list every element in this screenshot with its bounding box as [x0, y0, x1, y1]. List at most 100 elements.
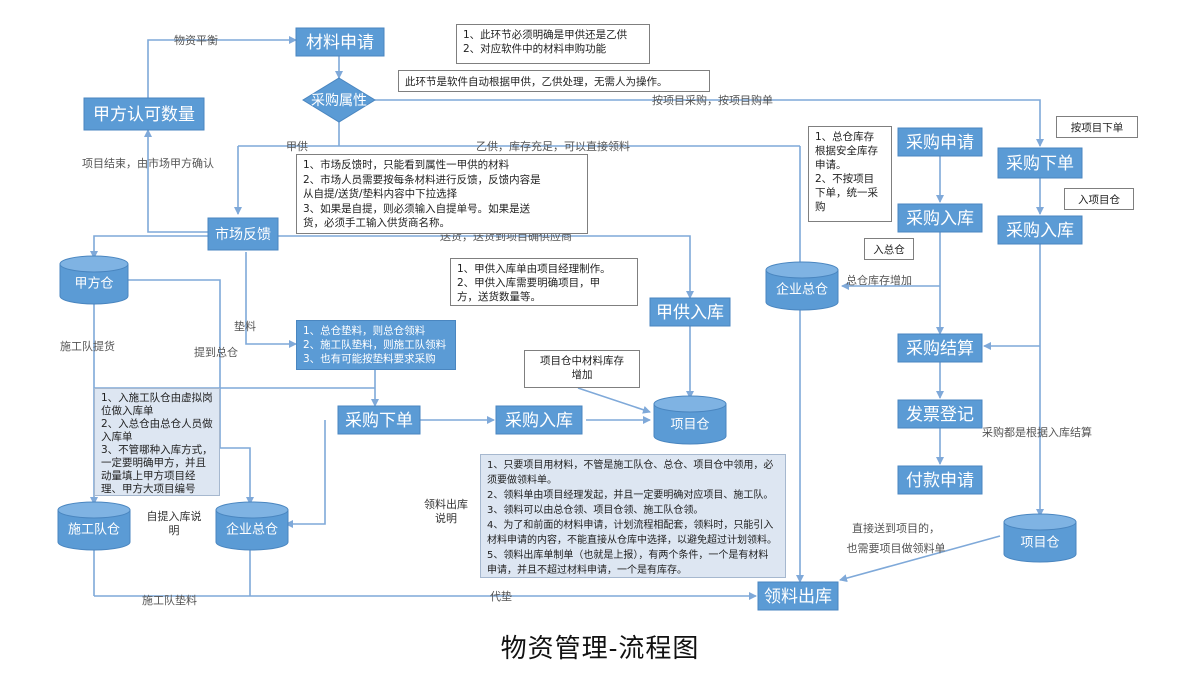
label-main-stock-increase: 总仓库存增加 [846, 273, 912, 287]
note-line: 2、甲供入库需要明确项目，甲 [457, 277, 601, 289]
page-title: 物资管理-流程图 [500, 634, 700, 664]
note-line: 按项目下单 [1070, 122, 1124, 134]
warehouses: 甲方仓 项目仓 施工队仓 企业总仓 企业总仓 项目仓 [57, 255, 1077, 563]
label-to-main-warehouse: 提到总仓 [194, 345, 238, 359]
warehouse-project-mid-label: 项目仓 [670, 418, 709, 433]
node-purchase-request-right[interactable] [897, 127, 983, 157]
note-line: 根据安全库存 [815, 145, 878, 157]
label-project-end: 项目结束，由市场甲方确认 [82, 156, 214, 170]
note-line: 项目仓中材料库存 [540, 355, 624, 367]
node-purchase-attr[interactable] [302, 77, 376, 123]
node-purchase-request-right-label: 采购申请 [906, 133, 974, 153]
node-party-a-inbound-label: 甲供入库 [656, 303, 724, 323]
warehouse-project-mid[interactable]: 项目仓 [653, 395, 727, 445]
label-team-pickup: 施工队提货 [60, 339, 115, 353]
node-purchase-inbound-mid[interactable] [495, 405, 583, 435]
note-line: 3、也有可能按垫料要求采购 [303, 353, 436, 365]
node-party-a-confirm-label: 甲方认可数量 [93, 105, 195, 125]
node-purchase-order-right[interactable] [997, 147, 1083, 179]
node-purchase-inbound-right[interactable] [897, 203, 983, 233]
note-main-stock: 1、总仓库存 根据安全库存 申请。 2、不按项目 下单，统一采 购 [808, 126, 892, 222]
node-material-request[interactable] [295, 27, 385, 57]
note-line: 方，送货数量等。 [457, 291, 541, 303]
note-line: 须要做领料单。 [487, 475, 557, 486]
note-line: 增加 [571, 369, 593, 381]
note-line: 领料出库 [424, 498, 468, 511]
connector-feedback-confirm [144, 129, 210, 233]
note-to-project-warehouse: 入项目仓 [1064, 188, 1134, 210]
note-line: 动量填上甲方项目经 [101, 470, 196, 482]
note-line: 申请，并且不超过材料申请，一个是有库存。 [487, 565, 687, 576]
node-purchase-order-right-label: 采购下单 [1006, 154, 1074, 174]
note-material-request: 1、此环节必须明确是甲供还是乙供 2、对应软件中的材料申购功能 [456, 24, 650, 64]
label-team-advance: 施工队垫料 [142, 593, 197, 607]
note-to-main: 入总仓 [864, 238, 914, 260]
warehouse-enterprise-left[interactable]: 企业总仓 [215, 501, 289, 551]
note-advance: 1、总仓垫料，则总仓领料 2、施工队垫料，则施工队领料 3、也有可能按垫料要求采… [296, 320, 456, 370]
note-self-pickup: 自提入库说 明 [134, 510, 214, 538]
note-line: 1、总仓垫料，则总仓领料 [303, 325, 426, 337]
note-team-warehouse: 1、入施工队仓由虚拟岗 位做入库单 2、入总仓由总仓人员做 入库单 3、不管哪种… [94, 388, 220, 496]
note-line: 1、只要项目用材料，不管是施工队仓、总仓、项目仓中领用，必 [487, 460, 774, 471]
warehouse-enterprise-mid[interactable]: 企业总仓 [765, 261, 839, 311]
note-project-stock: 项目仓中材料库存 增加 [524, 350, 640, 388]
note-line: 从自提/送货/垫料内容中下拉选择 [303, 188, 458, 200]
label-by-project: 按项目采购，按项目购单 [652, 93, 773, 107]
note-line: 理、甲方大项目编号 [101, 483, 196, 495]
warehouse-project-right[interactable]: 项目仓 [1003, 513, 1077, 563]
note-line: 入库单 [101, 431, 133, 443]
node-invoice-register-label: 发票登记 [906, 405, 974, 425]
connector-labels: 物资平衡 项目结束，由市场甲方确认 甲供 乙供，库存充足，可以直接领料 按项目采… [60, 33, 1092, 607]
warehouse-party-a[interactable]: 甲方仓 [59, 255, 129, 305]
note-outbound: 1、只要项目用材料，不管是施工队仓、总仓、项目仓中领用，必 须要做领料单。 2、… [480, 454, 786, 578]
note-line: 3、不管哪种入库方式， [101, 444, 213, 456]
node-material-request-label: 材料申请 [306, 33, 374, 53]
note-line: 2、市场人员需要按每条材料进行反馈，反馈内容是 [303, 173, 541, 186]
label-advance: 垫料 [234, 319, 256, 333]
node-purchase-order-mid[interactable] [337, 405, 421, 435]
note-purchase-attr: 此环节是软件自动根据甲供，乙供处理，无需人为操作。 [398, 70, 710, 92]
warehouse-construction-team-label: 施工队仓 [68, 523, 120, 538]
note-line: 申请。 [815, 159, 847, 171]
node-payment-request[interactable] [897, 465, 983, 495]
note-line: 说明 [435, 512, 457, 525]
note-line: 4、为了和前面的材料申请，计划流程相配套，领料时，只能引入 [487, 520, 774, 531]
note-line: 3、如果是自提，则必须输入自提单号。如果是送 [303, 202, 531, 215]
node-material-outbound[interactable] [757, 581, 839, 611]
note-line: 入项目仓 [1078, 194, 1120, 206]
warehouse-construction-team[interactable]: 施工队仓 [57, 501, 131, 551]
note-line: 1、此环节必须明确是甲供还是乙供 [463, 29, 628, 41]
node-purchase-inbound-mid-label: 采购入库 [505, 411, 573, 431]
connector-feedback-advance [245, 252, 297, 348]
process-boxes: 材料申请 采购属性 甲方认可数量 市场反馈 甲供入库 采购下单 采购入库 采购申… [83, 27, 1083, 611]
label-settle-by-inbound: 采购都是根据入库结算 [982, 425, 1092, 439]
connector-pa-main2 [220, 447, 254, 505]
label-material-balance: 物资平衡 [174, 33, 218, 47]
node-market-feedback-label: 市场反馈 [215, 226, 271, 243]
node-party-a-confirm[interactable] [83, 97, 205, 131]
connector-confirm-request [147, 36, 297, 98]
node-invoice-register[interactable] [897, 399, 983, 429]
note-line: 1、市场反馈时，只能看到属性一甲供的材料 [303, 159, 510, 171]
note-line: 一定要明确甲方，并且 [101, 457, 206, 469]
note-line: 2、施工队垫料，则施工队领料 [303, 339, 447, 351]
node-market-feedback[interactable] [207, 217, 279, 251]
node-party-a-inbound[interactable] [649, 297, 731, 327]
note-outbound-title: 领料出库 说明 [416, 498, 476, 526]
label-party-b-supply: 乙供，库存充足，可以直接领料 [476, 139, 630, 153]
label-direct-to-project-2: 也需要项目做领料单 [847, 541, 946, 555]
note-line: 2、入总仓由总仓人员做 [101, 418, 213, 430]
warehouse-enterprise-mid-label: 企业总仓 [776, 282, 828, 298]
note-line: 3、领料可以由总仓领、项目仓领、施工队仓领。 [487, 505, 704, 516]
connector-feedback-delivery [274, 235, 694, 299]
note-line: 材料申请的内容，不能直接从仓库中选择，以避免超过计划领料。 [487, 535, 777, 546]
node-purchase-inbound-far[interactable] [997, 215, 1083, 245]
label-substitute: 代垫 [490, 589, 512, 603]
connector-attr-order [375, 99, 1044, 147]
connector-stock-project [577, 387, 651, 414]
node-purchase-settlement[interactable] [897, 333, 983, 363]
warehouse-party-a-label: 甲方仓 [74, 276, 113, 292]
node-purchase-attr-label: 采购属性 [311, 93, 367, 109]
node-material-outbound-label: 领料出库 [764, 587, 832, 607]
